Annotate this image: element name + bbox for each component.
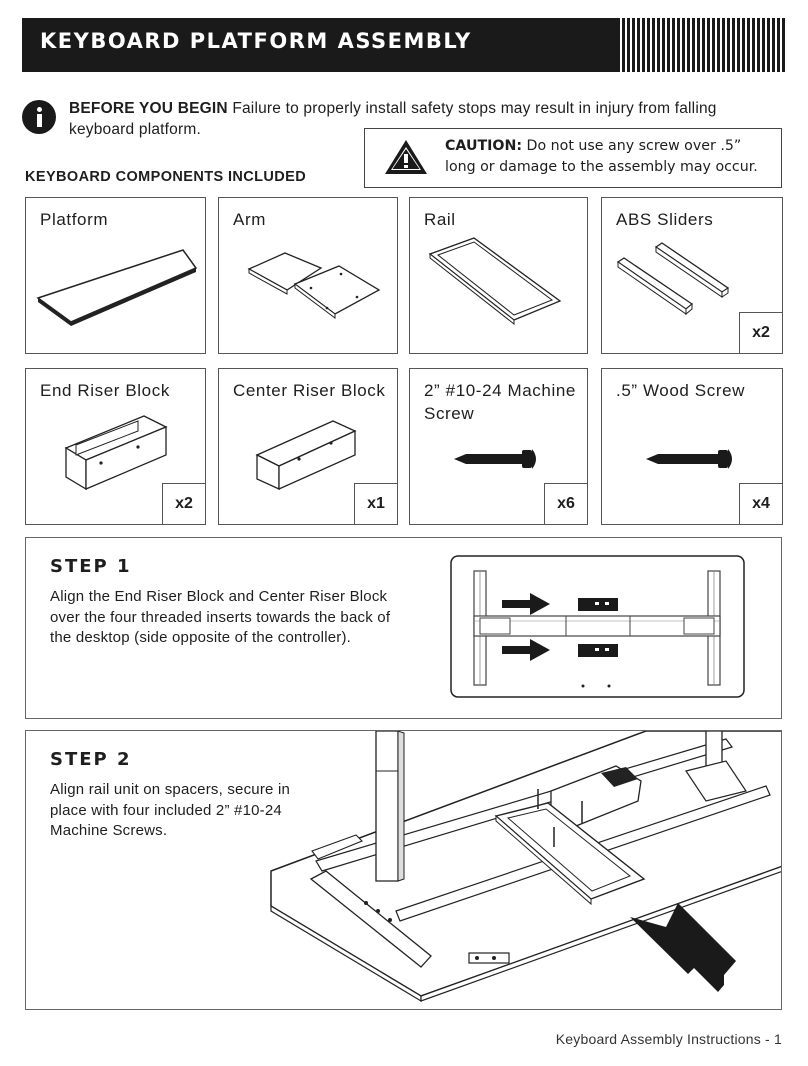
quantity-badge: x1 [354, 483, 398, 525]
step-1-panel: STEP 1 Align the End Riser Block and Cen… [25, 537, 782, 719]
wood-screw-illustration [646, 449, 732, 469]
warning-icon [385, 140, 427, 174]
component-card-center-riser-block: Center Riser Block x1 [218, 368, 398, 525]
end-riser-block-illustration [64, 415, 168, 491]
before-you-begin-note: BEFORE YOU BEGIN Failure to properly ins… [69, 98, 779, 140]
component-label: Rail [424, 210, 456, 229]
component-card-machine-screw: 2” #10-24 Machine Screw x6 [409, 368, 588, 525]
header-stripes [617, 18, 785, 72]
component-card-end-riser-block: End Riser Block x2 [25, 368, 206, 525]
caution-label: CAUTION: [445, 138, 523, 154]
component-card-wood-screw: .5” Wood Screw x4 [601, 368, 783, 525]
header-bar: KEYBOARD PLATFORM ASSEMBLY [22, 18, 785, 72]
quantity-badge: x6 [544, 483, 588, 525]
page-title: KEYBOARD PLATFORM ASSEMBLY [40, 29, 472, 53]
component-label: Platform [40, 210, 109, 229]
step-2-text: Align rail unit on spacers, secure in pl… [50, 781, 291, 839]
components-heading: KEYBOARD COMPONENTS INCLUDED [25, 169, 307, 185]
component-card-arm: Arm [218, 197, 398, 354]
step-1-title: STEP 1 [50, 556, 132, 577]
arm-illustration [247, 252, 381, 319]
caution-message: Do not use any screw over .5” long or da… [445, 138, 758, 175]
before-you-begin-text: Failure to properly install safety stops… [69, 100, 717, 138]
step-2-diagram [270, 731, 781, 1003]
component-card-abs-sliders: ABS Sliders x2 [601, 197, 783, 354]
machine-screw-illustration [454, 449, 536, 469]
component-label: ABS Sliders [616, 210, 714, 229]
center-riser-block-illustration [255, 420, 357, 491]
before-you-begin-heading: BEFORE YOU BEGIN [69, 100, 228, 117]
component-label: Arm [233, 210, 266, 229]
info-icon [22, 100, 56, 134]
caution-text: CAUTION: Do not use any screw over .5” l… [445, 136, 775, 178]
component-label: Center Riser Block [233, 381, 386, 400]
step-1-text: Align the End Riser Block and Center Ris… [50, 588, 391, 646]
quantity-badge: x4 [739, 483, 783, 525]
abs-sliders-illustration [616, 242, 730, 316]
component-card-rail: Rail [409, 197, 588, 354]
step-2-title: STEP 2 [50, 749, 132, 770]
footer-text: Keyboard Assembly Instructions - 1 [555, 1031, 782, 1047]
quantity-badge: x2 [739, 312, 783, 354]
component-label: .5” Wood Screw [616, 381, 746, 400]
component-card-platform: Platform [25, 197, 206, 354]
caution-box: CAUTION: Do not use any screw over .5” l… [364, 128, 782, 188]
platform-illustration [36, 249, 198, 326]
step-1-diagram [450, 555, 745, 698]
step-2-panel: STEP 2 Align rail unit on spacers, secur… [25, 730, 782, 1010]
component-label: End Riser Block [40, 381, 170, 400]
rail-illustration [428, 237, 562, 326]
quantity-badge: x2 [162, 483, 206, 525]
component-label: 2” #10-24 Machine Screw [424, 381, 576, 423]
